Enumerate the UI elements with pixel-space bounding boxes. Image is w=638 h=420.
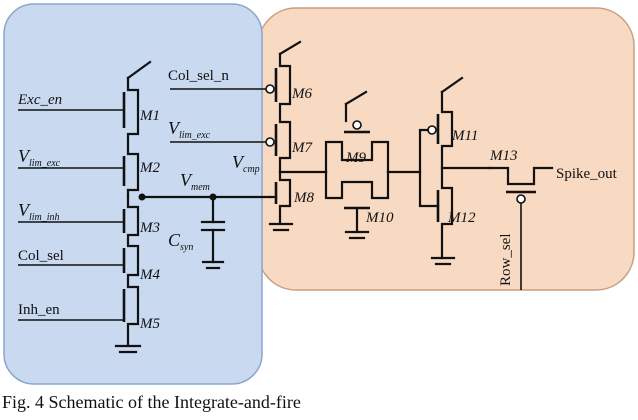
label-inh-en: Inh_en xyxy=(18,302,60,318)
output-inverter xyxy=(418,76,492,266)
label-m10: M10 xyxy=(365,210,394,226)
label-m4: M4 xyxy=(139,267,160,283)
vmem-net xyxy=(138,193,272,270)
label-m2: M2 xyxy=(139,160,160,176)
label-v-mem: Vmem xyxy=(180,170,210,193)
left-stack xyxy=(18,60,152,354)
comparator-stack xyxy=(170,40,328,232)
label-m9: M9 xyxy=(345,150,366,166)
label-m3: M3 xyxy=(139,220,160,236)
label-v-cmp: Vcmp xyxy=(232,152,260,175)
output-switch xyxy=(488,166,554,290)
label-c-syn: Csyn xyxy=(168,230,193,253)
label-m11: M11 xyxy=(451,128,478,144)
label-col-sel: Col_sel xyxy=(18,248,64,264)
figure-caption: Fig. 4 Schematic of the Integrate-and-fi… xyxy=(2,392,301,412)
label-v-lim-inh: Vlim_inh xyxy=(18,200,60,223)
label-m12: M12 xyxy=(447,210,476,226)
left-region xyxy=(3,3,263,385)
label-m13: M13 xyxy=(489,148,518,164)
label-row-sel: Row_sel xyxy=(498,234,514,287)
label-exc-en: Exc_en xyxy=(17,92,62,108)
label-spike-out: Spike_out xyxy=(556,166,618,182)
label-m7: M7 xyxy=(291,140,313,156)
label-v-lim-exc-right: Vlim_exc xyxy=(168,118,211,141)
label-m6: M6 xyxy=(291,86,312,102)
label-v-lim-exc-left: Vlim_exc xyxy=(18,146,61,169)
label-col-sel-n: Col_sel_n xyxy=(168,68,229,84)
label-m8: M8 xyxy=(293,190,314,206)
label-m1: M1 xyxy=(139,108,160,124)
right-region xyxy=(257,7,635,291)
label-m5: M5 xyxy=(139,316,160,332)
transmission-gate xyxy=(324,90,422,240)
